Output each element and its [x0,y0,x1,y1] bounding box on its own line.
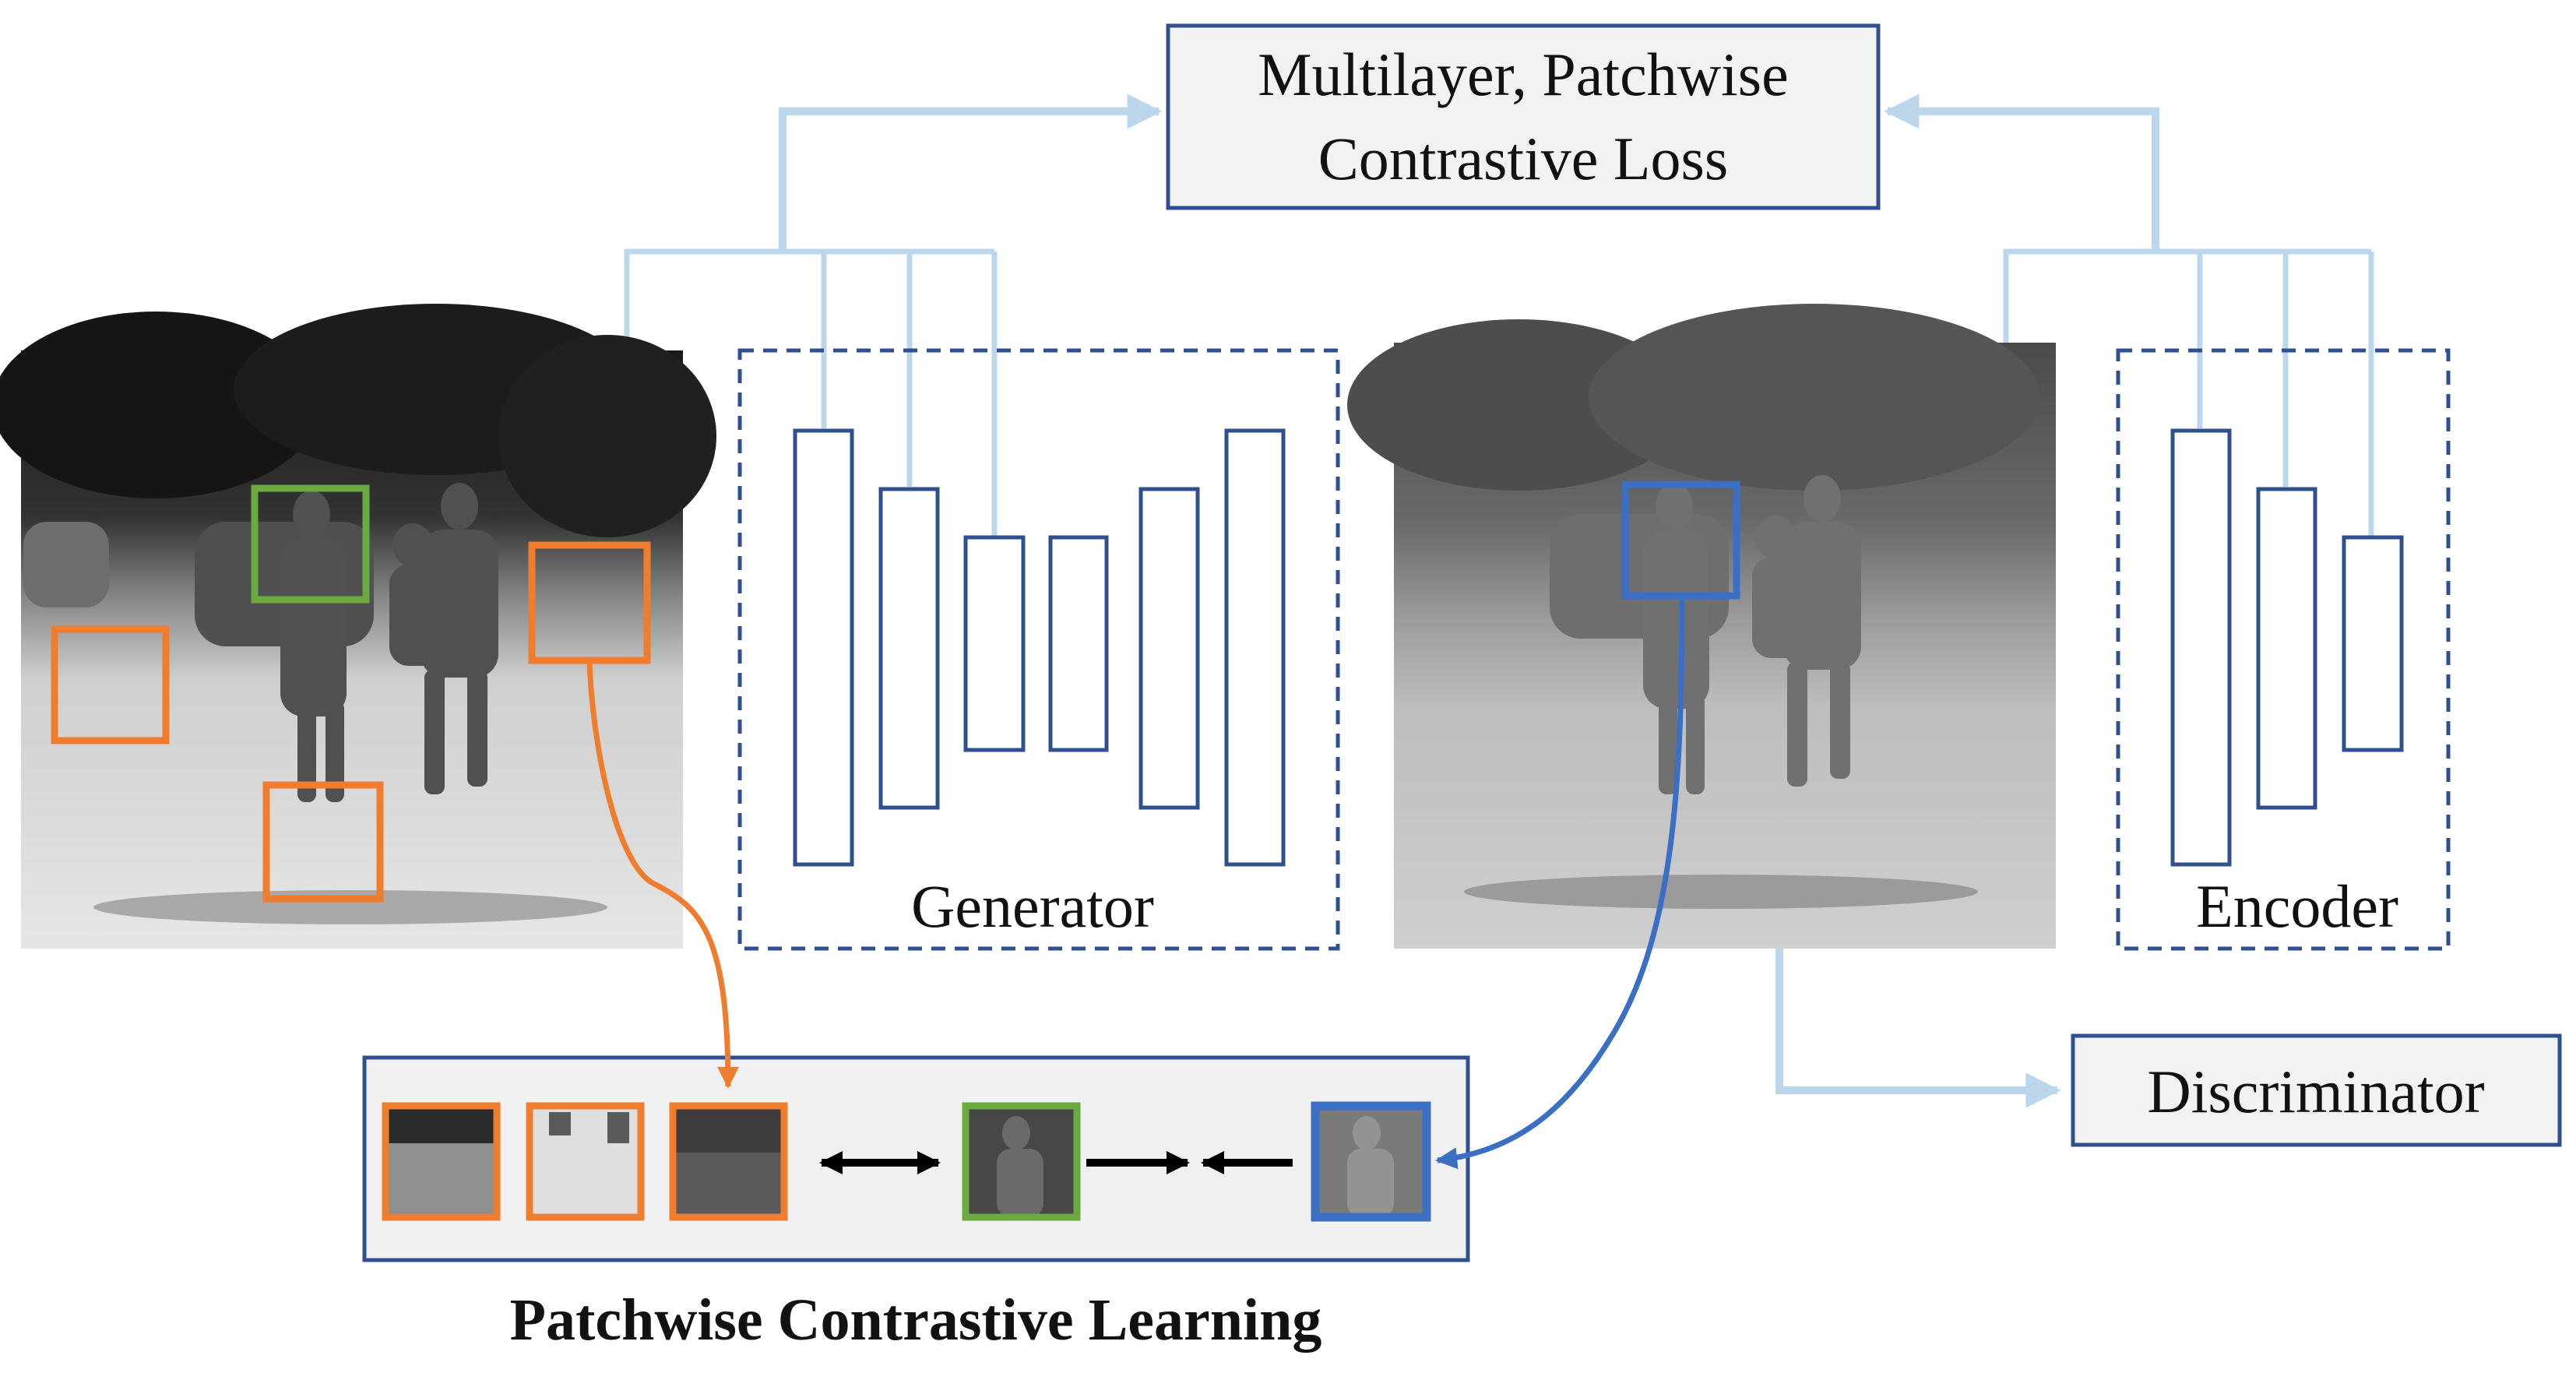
generator-layer [793,428,854,867]
input-image [0,304,716,949]
encoder-layer [2256,487,2317,810]
diagram-caption: Patchwise Contrastive Learning [510,1287,1322,1353]
negative-patch-thumb-2 [526,1102,645,1221]
generator-layer [963,535,1026,752]
output-image [1347,304,2056,949]
discriminator-box: Discriminator [2071,1033,2562,1147]
positive-patch-thumb [962,1102,1081,1221]
loss-box-line2: Contrastive Loss [1318,125,1728,192]
encoder-block: Encoder [2116,348,2451,951]
encoder-label: Encoder [2196,872,2398,940]
generator-layer [878,487,940,810]
query-patch-thumb [1311,1101,1431,1222]
loss-box-line1: Multilayer, Patchwise [1258,40,1788,108]
generator-block: Generator [737,348,1340,951]
patchwise-panel [362,1055,1470,1262]
query-patch-arrow [1435,595,1685,1170]
encoder-layer [2170,428,2232,867]
loss-box: Multilayer, Patchwise Contrastive Loss [1166,23,1881,210]
discriminator-label: Discriminator [2147,1058,2484,1125]
negative-patch-thumb-3 [669,1102,788,1221]
negative-patch-arrow [586,660,739,1089]
generator-layer [1224,428,1286,867]
encoder-layer [2342,535,2404,752]
generator-layer [1048,535,1109,752]
connector-input-tap [624,248,994,350]
connector-encoder-to-loss [1884,93,2159,249]
generator-layer [1138,487,1200,810]
connector-generator-to-loss [779,93,1163,249]
negative-patch-3 [262,781,384,903]
generator-label: Generator [911,872,1154,940]
negative-patch-thumb-1 [382,1102,501,1221]
connector-output-tap [2003,248,2371,357]
positive-patch [251,484,370,604]
negative-patch-1 [51,625,170,745]
connector-to-discriminator [1775,946,2061,1108]
feature-connectors [624,93,2374,1108]
